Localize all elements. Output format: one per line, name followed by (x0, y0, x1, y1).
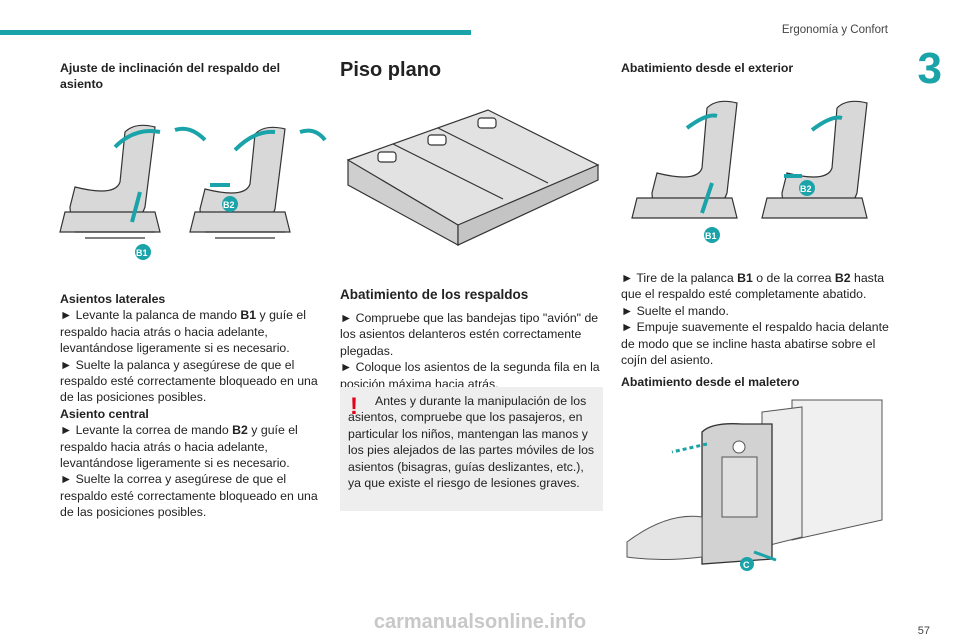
heading-fold-exterior: Abatimiento desde el exterior (621, 61, 794, 75)
title-flat-floor: Piso plano (340, 59, 442, 81)
warning-text: Antes y durante la manipulación de los a… (348, 394, 595, 491)
para-lateral-1: ► Levante la palanca de mando B1 y guíe … (60, 308, 306, 356)
flat-floor-illustration (346, 109, 600, 247)
column-right-body: ► Tire de la palanca B1 o de la correa B… (621, 270, 889, 391)
column-right: Abatimiento desde el exterior (621, 60, 889, 76)
para-check-trays: ► Compruebe que las bandejas tipo "avión… (340, 311, 599, 358)
fold-trunk-illustration: C (626, 399, 883, 571)
watermark: carmanualsonline.info (373, 611, 587, 633)
fold-exterior-illustration: B1 B2 (631, 100, 868, 243)
section-title: Ergonomía y Confort (781, 24, 888, 36)
heading-backrest-adjust: Ajuste de inclinación del respaldo del a… (60, 61, 281, 92)
label-b1-right: B1 (705, 231, 717, 241)
para-central-2: ► Suelte la correa y asegúrese de que el… (60, 472, 318, 520)
para-release: ► Suelte el mando. (621, 303, 729, 318)
header-accent-bar (0, 30, 471, 35)
para-lateral-2: ► Suelte la palanca y asegúrese de que e… (60, 357, 318, 405)
column-middle: Piso plano (340, 58, 605, 82)
label-b1-left: B1 (136, 248, 148, 258)
heading-fold-backrests: Abatimiento de los respaldos (340, 287, 529, 302)
heading-central-seat: Asiento central (60, 406, 149, 421)
label-b2-left: B2 (223, 200, 235, 210)
label-b2-right: B2 (800, 184, 812, 194)
para-push-backrest: ► Empuje suavemente el respaldo hacia de… (621, 320, 889, 368)
seat-recline-illustration: B1 B2 (59, 124, 327, 260)
heading-fold-trunk: Abatimiento desde el maletero (621, 375, 800, 390)
page-number: 57 (917, 625, 930, 637)
warning-box: ! Antes y durante la manipulación de los… (340, 387, 603, 511)
column-middle-body: Abatimiento de los respaldos ► Compruebe… (340, 286, 605, 392)
chapter-number: 3 (917, 44, 942, 93)
para-pull-lever: ► Tire de la palanca B1 o de la correa B… (621, 271, 885, 302)
heading-lateral-seats: Asientos laterales (60, 292, 166, 306)
para-central-1: ► Levante la correa de mando B2 y guíe e… (60, 423, 298, 471)
column-left: Ajuste de inclinación del respaldo del a… (60, 60, 322, 93)
warning-icon: ! (350, 393, 358, 420)
label-c: C (743, 560, 750, 570)
column-left-body: Asientos laterales ► Levante la palanca … (60, 291, 322, 521)
